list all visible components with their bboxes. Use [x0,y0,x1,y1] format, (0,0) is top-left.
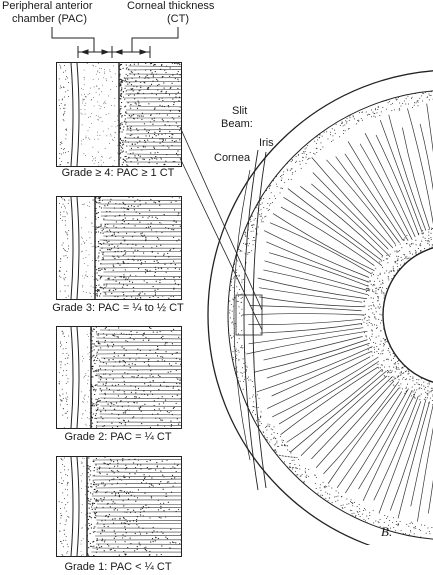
grade-panel [56,326,182,429]
pac-label-line1: Peripheral anterior [2,0,93,12]
grade-4-caption: Grade ≥ 4: PAC ≥ 1 CT [61,167,175,179]
plate-letter: B. [381,524,393,539]
slit-beam-label-line2: Beam: [221,118,253,130]
cornea-label: Cornea [214,152,251,164]
grade-1-caption: Grade 1: PAC < ¼ CT [64,561,172,573]
ct-label-line2: (CT) [167,13,189,25]
measurement-brackets [51,27,179,58]
ct-label-line1: Corneal thickness [127,0,215,12]
grade-panel [56,196,182,300]
pac-label-line2: chamber (PAC) [12,13,87,25]
slit-beam-label-line1: Slit [232,105,248,117]
eye-illustration [207,70,433,545]
grade-2-caption: Grade 2: PAC = ¼ CT [64,431,172,443]
iris-label: Iris [259,137,274,149]
grade-panel [56,456,182,557]
grade-3-caption: Grade 3: PAC = ¼ to ½ CT [52,302,184,314]
grade-panel [56,62,182,167]
